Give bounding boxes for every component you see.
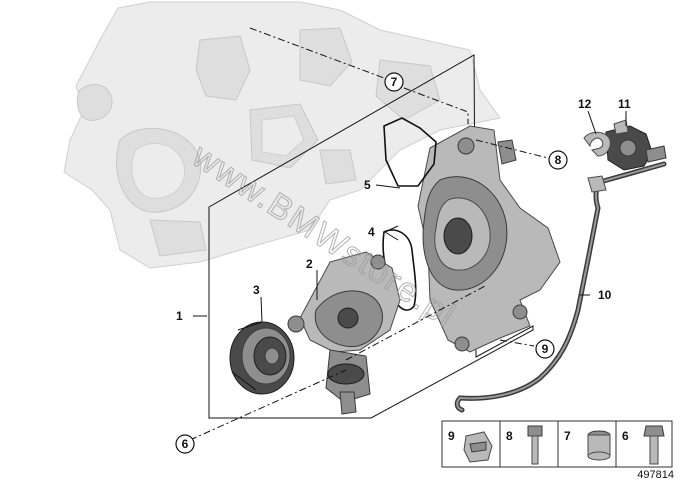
belt-pulley	[229, 321, 295, 395]
pressure-sensor	[605, 119, 667, 171]
water-pump	[287, 251, 401, 415]
legend-item-bolt-8[interactable]: 8	[506, 425, 543, 465]
svg-text:6: 6	[182, 437, 189, 451]
callout-8[interactable]: 8	[548, 150, 568, 170]
svg-text:11: 11	[618, 97, 631, 111]
callout-4[interactable]: 4	[368, 225, 375, 239]
svg-text:8: 8	[555, 153, 562, 167]
assembly-frame	[208, 54, 534, 419]
svg-text:8: 8	[506, 429, 513, 443]
callout-7[interactable]: 7	[384, 72, 404, 92]
svg-text:10: 10	[598, 288, 612, 302]
legend-item-clip[interactable]: 9	[448, 429, 493, 463]
coolant-hose-highlight	[456, 163, 665, 411]
svg-text:6: 6	[622, 429, 629, 443]
thermostat-housing	[417, 125, 561, 353]
svg-text:5: 5	[364, 178, 371, 192]
parts-legend: 9 8 7 6	[441, 420, 673, 468]
callout-6[interactable]: 6	[175, 434, 195, 454]
leader-lines	[193, 110, 627, 323]
engine-block	[63, 1, 501, 269]
svg-text:2: 2	[306, 257, 313, 271]
callout-12[interactable]: 12	[578, 97, 592, 111]
hose-clamp	[583, 131, 611, 157]
svg-text:4: 4	[368, 225, 375, 239]
gasket-ring	[383, 117, 437, 187]
diagram-id: 497814	[637, 469, 674, 481]
legend-item-bolt-6[interactable]: 6	[622, 425, 665, 465]
callout-10[interactable]: 10	[598, 288, 612, 302]
svg-text:3: 3	[253, 283, 260, 297]
callout-5[interactable]: 5	[364, 178, 371, 192]
callout-9[interactable]: 9	[535, 339, 555, 359]
svg-text:9: 9	[542, 342, 549, 356]
svg-text:9: 9	[448, 429, 455, 443]
callout-3[interactable]: 3	[253, 283, 260, 297]
legend-item-sleeve[interactable]: 7	[564, 429, 611, 461]
reference-lines	[189, 27, 549, 441]
svg-text:12: 12	[578, 97, 592, 111]
svg-text:1: 1	[176, 309, 183, 323]
svg-text:7: 7	[391, 75, 398, 89]
callout-11[interactable]: 11	[618, 97, 631, 111]
callout-2[interactable]: 2	[306, 257, 313, 271]
callout-1[interactable]: 1	[176, 309, 183, 323]
svg-text:7: 7	[564, 429, 571, 443]
hose-clip	[587, 175, 607, 193]
